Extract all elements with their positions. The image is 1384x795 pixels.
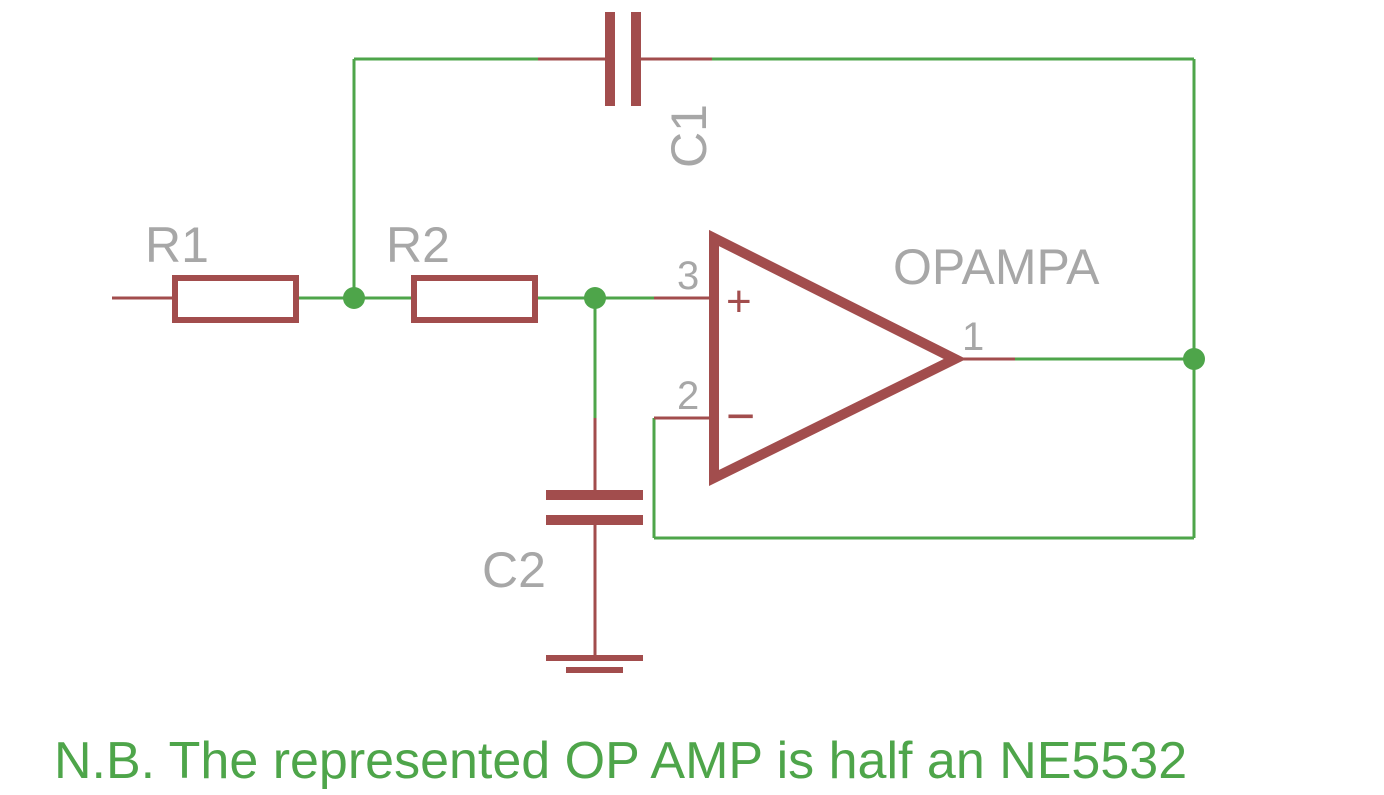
- resistor-r2: R2: [386, 217, 538, 323]
- capacitor-c2: C2: [482, 418, 643, 658]
- op-amp-pin1-label: 1: [962, 315, 984, 359]
- op-amp-triangle: [709, 229, 967, 487]
- c1-label: C1: [661, 104, 717, 168]
- op-amp-pin3-label: 3: [677, 254, 699, 298]
- r2-body: [411, 275, 538, 323]
- junctions: [343, 287, 1205, 370]
- capacitor-c1: C1: [538, 12, 717, 168]
- r1-body: [172, 275, 299, 323]
- op-amp-label: OPAMPA: [893, 239, 1100, 295]
- junction-dot: [1183, 348, 1205, 370]
- op-amp-minus-sign: −: [726, 388, 755, 444]
- junction-dot: [343, 287, 365, 309]
- ground-symbol: [546, 655, 643, 673]
- op-amp-pin2-label: 2: [677, 374, 699, 418]
- resistor-r1: R1: [112, 217, 299, 323]
- op-amp-plus-sign: +: [726, 277, 752, 326]
- op-amp: + − 3 2 1 OPAMPA: [654, 229, 1100, 487]
- r2-label: R2: [386, 217, 450, 273]
- junction-dot: [584, 287, 606, 309]
- wires: [296, 57, 1196, 540]
- c2-label: C2: [482, 542, 546, 598]
- footnote-text: N.B. The represented OP AMP is half an N…: [54, 732, 1187, 790]
- r1-label: R1: [145, 217, 209, 273]
